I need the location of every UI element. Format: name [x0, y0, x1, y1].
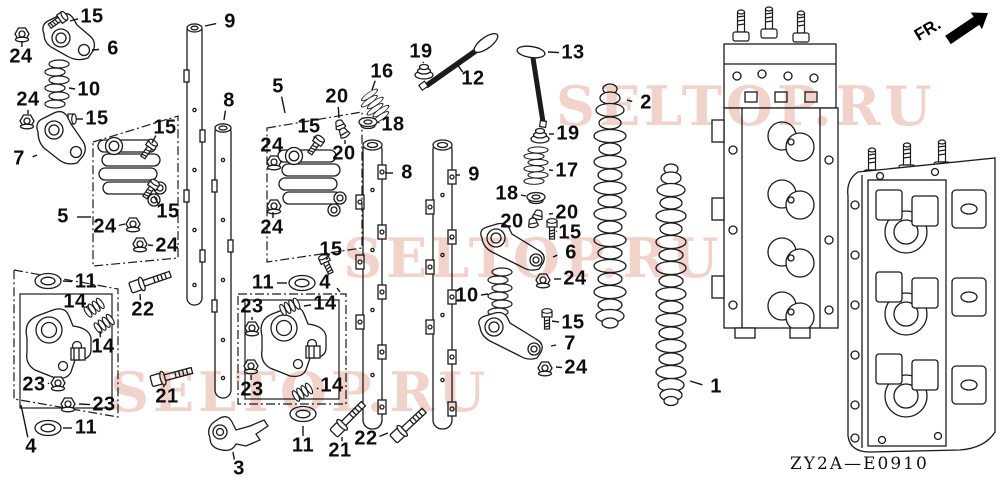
cylinder-head-rear-view	[711, 6, 839, 339]
assembly-box-4-middle	[237, 293, 347, 405]
spring-seat-18	[526, 191, 546, 205]
assembly-box-5-left	[92, 115, 179, 267]
camshaft-2	[593, 83, 627, 329]
bolt-15	[541, 308, 553, 330]
nut-24	[125, 217, 141, 233]
rocker-holder-4-left	[25, 308, 92, 380]
cylinder-head-front-view	[847, 139, 996, 453]
camshaft-1	[655, 163, 687, 407]
shaft-clips	[425, 169, 457, 417]
rocker-arm-7-right	[478, 311, 543, 360]
washer-11	[34, 272, 62, 290]
nut-24	[132, 237, 148, 253]
rocker-shaft-9-left	[183, 23, 206, 306]
washer-11	[288, 274, 316, 292]
valve-spring-10	[44, 59, 70, 109]
nut-24	[537, 361, 553, 377]
nut-23	[50, 376, 66, 392]
rocker-arm-6-right	[480, 222, 545, 271]
nut-23	[244, 321, 260, 337]
nut-24	[14, 27, 30, 43]
diagram-code: ZY2A—E0910	[790, 454, 929, 474]
valve-13	[516, 45, 548, 129]
head-ports	[767, 121, 815, 332]
nut-24	[266, 199, 282, 215]
bolt-15	[317, 252, 336, 276]
nut-24	[266, 155, 282, 171]
nut-24	[535, 273, 551, 289]
spring-seat-18	[358, 116, 378, 130]
bolt-22	[387, 404, 430, 445]
bracket-3	[208, 416, 269, 452]
valve-spring-10	[487, 267, 513, 317]
rocker-shaft-9-middle	[425, 139, 457, 430]
bolt-22	[127, 266, 174, 296]
rocker-arm-7-top-left	[36, 110, 86, 165]
assembly-box-5-middle	[266, 111, 363, 263]
valve-spring-17	[523, 146, 549, 185]
nut-23	[60, 397, 76, 413]
rocker-holder-4-middle	[260, 306, 327, 378]
nut-24	[19, 114, 35, 130]
valve-12	[417, 32, 499, 92]
rocker-shaft-8-middle	[355, 139, 387, 430]
washer-11	[289, 405, 317, 423]
bolt-21	[328, 398, 369, 439]
washer-11	[34, 419, 62, 437]
rocker-arm-6-top-left	[42, 12, 96, 61]
rocker-shaft-8-left	[211, 123, 234, 399]
shaft-clips	[355, 164, 387, 415]
spring-14	[82, 296, 107, 319]
nut-23	[243, 359, 259, 375]
valve-seal-19	[530, 127, 550, 144]
rocker-shaft-holder-stack-middle	[277, 146, 347, 217]
valve-seal-19	[414, 63, 434, 80]
bolt-21	[148, 363, 195, 389]
bolt-15	[546, 218, 558, 240]
fr-direction-arrow	[945, 12, 988, 45]
